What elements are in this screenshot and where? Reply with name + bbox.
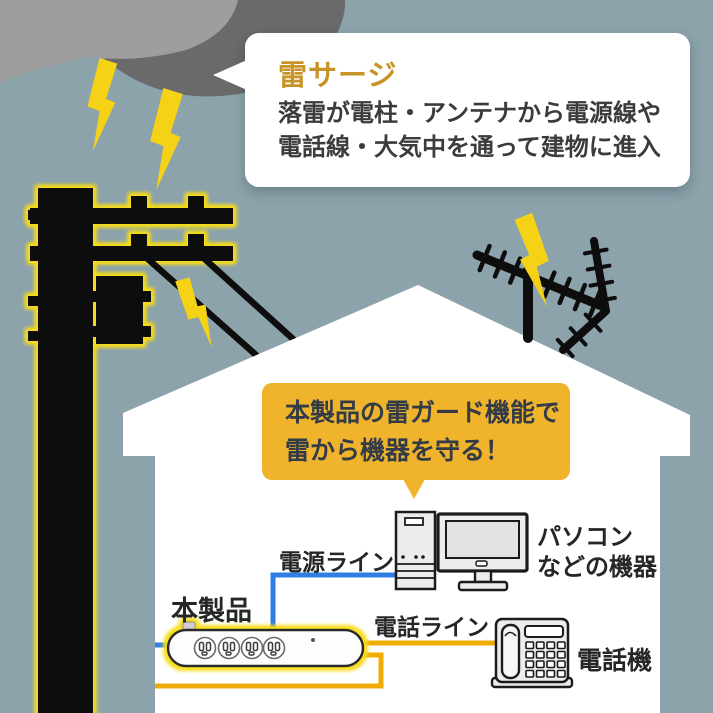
lightning-bolt-icon: [150, 88, 183, 190]
telephone-illustration: [490, 617, 574, 689]
guard-callout-line2: 雷から機器を守る！: [285, 437, 511, 465]
pc-device-label: パソコン などの機器: [537, 523, 657, 583]
telephone-label: 電話機: [577, 647, 653, 675]
phone-line-wire: [155, 640, 497, 689]
surge-callout: 雷サージ 落雷が電柱・アンテナから電源線や 電話線・大気中を通って建物に進入: [213, 33, 690, 187]
surge-protector-strip-illustration: [166, 621, 365, 668]
product-label: 本製品: [171, 596, 252, 626]
guard-callout: 本製品の雷ガード機能で 雷から機器を守る！: [262, 383, 570, 499]
overhead-wires: [136, 248, 297, 359]
lightning-bolt-icon: [87, 58, 118, 151]
utility-pole-illustration: [28, 188, 233, 713]
pc-device-label-line1: パソコン: [537, 524, 633, 551]
surge-callout-title: 雷サージ: [278, 60, 398, 92]
phone-line-label: 電話ライン: [374, 614, 489, 640]
guard-callout-body: 本製品の雷ガード機能で 雷から機器を守る！: [285, 394, 560, 470]
pc-device-label-line2: などの機器: [537, 554, 657, 581]
surge-callout-body: 落雷が電柱・アンテナから電源線や 電話線・大気中を通って建物に進入: [278, 97, 661, 165]
surge-callout-body-line1: 落雷が電柱・アンテナから電源線や: [278, 100, 662, 127]
callout-pointer-left: [213, 60, 247, 90]
callout-pointer-down: [403, 479, 425, 499]
guard-callout-line1: 本製品の雷ガード機能で: [285, 399, 561, 427]
surge-callout-body-line2: 電話線・大気中を通って建物に進入: [278, 134, 661, 161]
power-line-label: 電源ライン: [279, 549, 394, 575]
desktop-pc-illustration: [394, 510, 529, 592]
